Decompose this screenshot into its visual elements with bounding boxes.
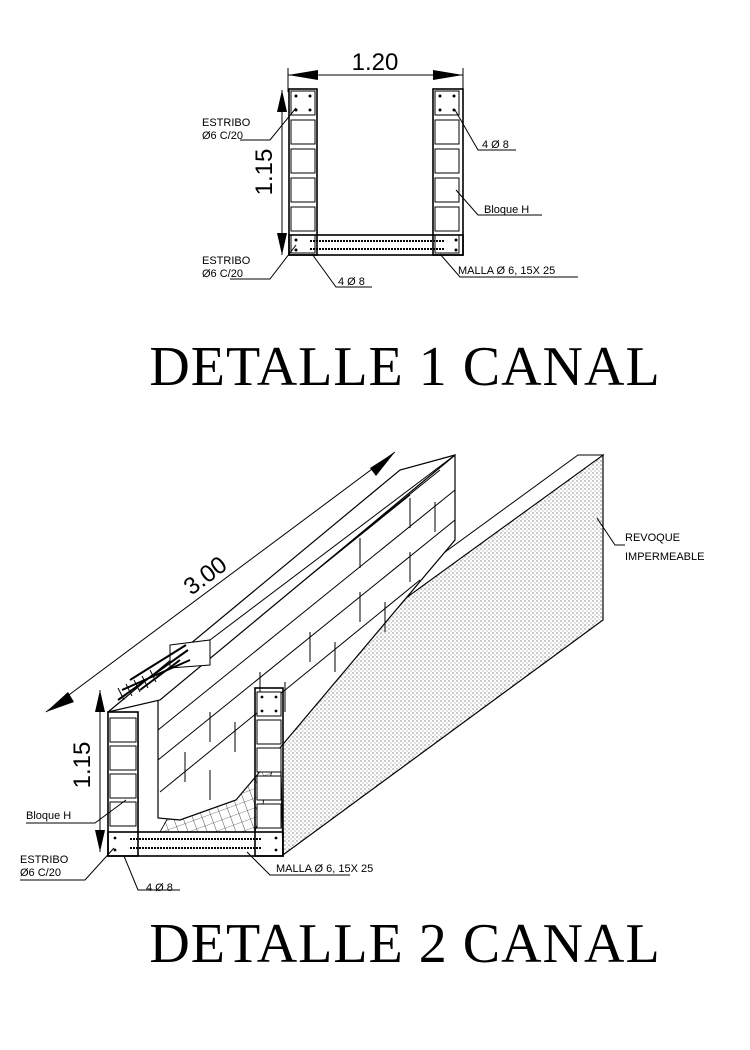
detail2-back-wall — [157, 453, 456, 821]
detail2-revoque-line2: IMPERMEABLE — [625, 551, 704, 563]
detail2-block-label: Bloque H — [26, 810, 71, 822]
detail1-estribo-top-line1: ESTRIBO — [202, 117, 251, 129]
detail1-estribo-bottom-line1: ESTRIBO — [202, 255, 251, 267]
detail1-right-wall — [432, 88, 464, 256]
detail1-section: 1.20 1.15 — [149, 49, 660, 398]
detail1-leaders — [230, 107, 578, 288]
detail1-mesh-label: MALLA Ø 6, 15X 25 — [458, 265, 555, 277]
detail1-left-wall — [288, 88, 318, 256]
detail1-width-dimension: 1.20 — [287, 49, 464, 92]
detail1-height-text: 1.15 — [251, 149, 278, 196]
detail2-bars-label: 4 Ø 8 — [146, 882, 173, 894]
detail2-section: 3.00 1.15 REVOQUE IMPERMEABLE Bloque H E… — [20, 451, 704, 975]
detail2-estribo-line2: Ø6 C/20 — [20, 867, 61, 879]
detail1-estribo-top-line2: Ø6 C/20 — [202, 130, 243, 142]
detail2-left-wall-section — [107, 711, 139, 857]
detail1-bars-bottom-label: 4 Ø 8 — [338, 276, 365, 288]
detail2-title: DETALLE 2 CANAL — [149, 913, 660, 975]
detail1-title: DETALLE 1 CANAL — [149, 336, 660, 398]
detail2-bottom-slab — [107, 831, 284, 857]
detail2-mesh-label: MALLA Ø 6, 15X 25 — [276, 863, 373, 875]
detail1-width-text: 1.20 — [352, 49, 399, 76]
detail1-bars-top-label: 4 Ø 8 — [482, 139, 509, 151]
detail2-height-text: 1.15 — [69, 742, 96, 789]
detail2-right-wall-section — [254, 687, 284, 857]
detail1-bottom-slab — [288, 234, 464, 256]
detail2-height-dimension: 1.15 — [69, 690, 105, 852]
detail1-block-label: Bloque H — [484, 204, 529, 216]
detail2-estribo-line1: ESTRIBO — [20, 854, 69, 866]
detail1-estribo-bottom-line2: Ø6 C/20 — [202, 268, 243, 280]
detail2-revoque-line1: REVOQUE — [625, 532, 680, 544]
detail2-leaders — [20, 517, 625, 891]
detail1-height-dimension: 1.15 — [251, 90, 287, 255]
detail2-rebars — [117, 644, 191, 701]
